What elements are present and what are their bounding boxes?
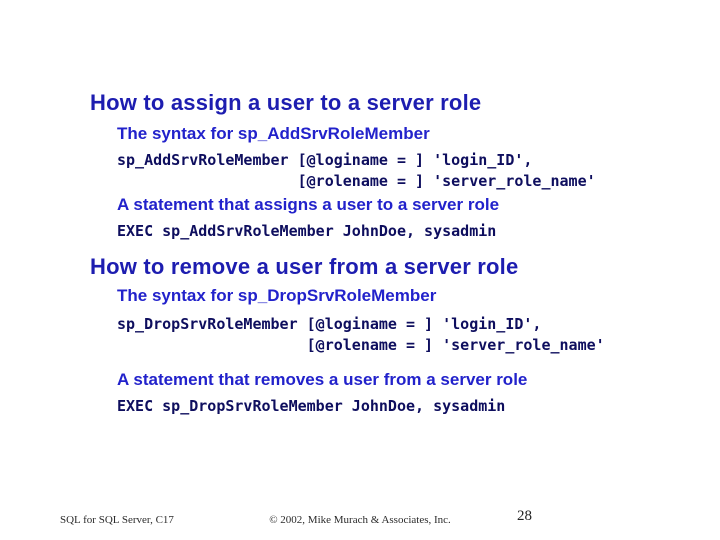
statement-label-remove: A statement that removes a user from a s… — [117, 370, 528, 389]
section-heading-assign: How to assign a user to a server role — [90, 90, 482, 115]
syntax-code-drop: sp_DropSrvRoleMember [@loginame = ] 'log… — [117, 315, 605, 354]
syntax-code-add: sp_AddSrvRoleMember [@loginame = ] 'logi… — [117, 151, 596, 190]
footer-copyright: © 2002, Mike Murach & Associates, Inc. — [269, 514, 451, 526]
footer-book-title: SQL for SQL Server, C17 — [60, 514, 174, 526]
section-heading-remove: How to remove a user from a server role — [90, 254, 519, 279]
page-number: 28 — [517, 508, 532, 524]
statement-code-add: EXEC sp_AddSrvRoleMember JohnDoe, sysadm… — [117, 222, 497, 240]
statement-code-drop: EXEC sp_DropSrvRoleMember JohnDoe, sysad… — [117, 397, 506, 415]
syntax-label-drop: The syntax for sp_DropSrvRoleMember — [117, 286, 437, 305]
syntax-label-add: The syntax for sp_AddSrvRoleMember — [117, 124, 430, 143]
statement-label-assign: A statement that assigns a user to a ser… — [117, 195, 500, 214]
